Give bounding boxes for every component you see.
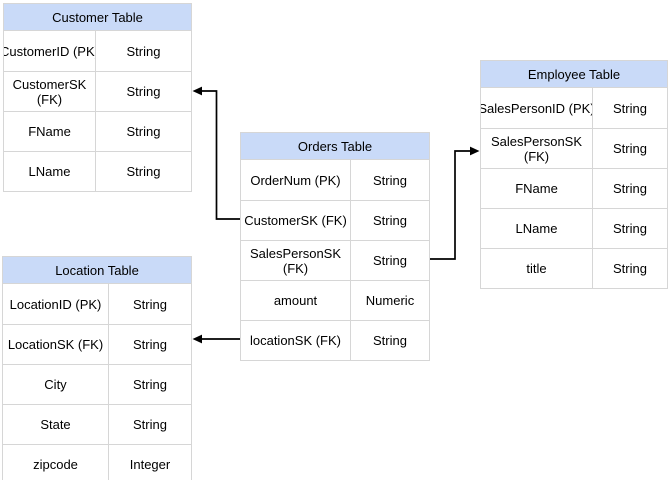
arrowhead-left-icon [192, 334, 202, 344]
table-row: LName String [4, 151, 191, 191]
field-name-cell[interactable]: FName [481, 169, 593, 208]
field-name-cell[interactable]: LName [481, 209, 593, 248]
table-row: State String [3, 404, 191, 444]
table-orders: Orders Table OrderNum (PK) String Custom… [240, 132, 430, 361]
field-name-cell[interactable]: SalesPersonSK (FK) [481, 129, 593, 168]
field-name-cell[interactable]: CustomerSK (FK) [241, 201, 351, 240]
field-type-cell[interactable]: String [133, 337, 167, 352]
field-name-cell[interactable]: zipcode [3, 445, 109, 480]
field-name-cell[interactable]: SalesPersonSK (FK) [241, 241, 351, 280]
table-row: zipcode Integer [3, 444, 191, 480]
field-name-cell[interactable]: State [3, 405, 109, 444]
field-type-cell[interactable]: String [613, 221, 647, 236]
connector-orders-to-customer[interactable] [192, 86, 241, 220]
field-name-cell[interactable]: FName [4, 112, 96, 151]
arrowhead-right-icon [470, 146, 480, 156]
table-location-header[interactable]: Location Table [3, 257, 191, 284]
field-type-cell[interactable]: String [126, 164, 161, 179]
field-name-cell[interactable]: amount [241, 281, 351, 320]
field-type-cell[interactable]: String [613, 100, 647, 116]
field-name-cell[interactable]: SalesPersonID (PK) [481, 88, 593, 128]
table-orders-header[interactable]: Orders Table [241, 133, 429, 160]
field-name-cell[interactable]: OrderNum (PK) [241, 160, 351, 200]
field-name-cell[interactable]: CustomerSK (FK) [4, 72, 96, 111]
table-row: FName String [481, 168, 667, 208]
field-name-cell[interactable]: title [481, 249, 593, 288]
field-type-cell[interactable]: String [613, 261, 647, 276]
field-name-cell[interactable]: LocationSK (FK) [3, 325, 109, 364]
table-row: City String [3, 364, 191, 404]
field-type-cell[interactable]: String [133, 296, 167, 312]
connector-line [430, 150, 470, 260]
table-row: LocationSK (FK) String [3, 324, 191, 364]
table-row: SalesPersonSK (FK) String [481, 128, 667, 168]
field-name-cell[interactable]: City [3, 365, 109, 404]
table-employee: Employee Table SalesPersonID (PK) String… [480, 60, 668, 289]
field-type-cell[interactable]: String [126, 124, 161, 139]
field-type-cell[interactable]: String [613, 141, 647, 156]
table-row: OrderNum (PK) String [241, 160, 429, 200]
table-row: LName String [481, 208, 667, 248]
field-type-cell[interactable]: Integer [129, 457, 171, 472]
table-row: FName String [4, 111, 191, 151]
field-type-cell[interactable]: String [126, 43, 161, 59]
field-type-cell[interactable]: String [126, 84, 161, 99]
connector-orders-to-employee[interactable] [430, 146, 480, 260]
table-row: SalesPersonID (PK) String [481, 88, 667, 128]
table-location: Location Table LocationID (PK) String Lo… [2, 256, 192, 480]
field-type-cell[interactable]: String [373, 253, 407, 268]
field-type-cell[interactable]: String [373, 333, 407, 348]
connector-line [201, 90, 240, 220]
field-type-cell[interactable]: Numeric [365, 293, 415, 308]
table-row: SalesPersonSK (FK) String [241, 240, 429, 280]
field-type-cell[interactable]: String [373, 172, 407, 188]
table-row: LocationID (PK) String [3, 284, 191, 324]
table-row: amount Numeric [241, 280, 429, 320]
table-row: CustomerSK (FK) String [4, 71, 191, 111]
table-customer: Customer Table CustomerID (PK) String Cu… [3, 3, 192, 192]
table-row: title String [481, 248, 667, 288]
field-name-cell[interactable]: locationSK (FK) [241, 321, 351, 360]
field-type-cell[interactable]: String [373, 213, 407, 228]
field-type-cell[interactable]: String [133, 417, 167, 432]
field-type-cell[interactable]: String [613, 181, 647, 196]
connector-orders-to-location[interactable] [192, 334, 241, 344]
arrowhead-left-icon [192, 86, 202, 96]
table-row: CustomerSK (FK) String [241, 200, 429, 240]
table-row: locationSK (FK) String [241, 320, 429, 360]
table-row: CustomerID (PK) String [4, 31, 191, 71]
table-customer-header[interactable]: Customer Table [4, 4, 191, 31]
field-name-cell[interactable]: LocationID (PK) [3, 284, 109, 324]
field-type-cell[interactable]: String [133, 377, 167, 392]
field-name-cell[interactable]: CustomerID (PK) [4, 31, 96, 71]
field-name-cell[interactable]: LName [4, 152, 96, 191]
table-employee-header[interactable]: Employee Table [481, 61, 667, 88]
